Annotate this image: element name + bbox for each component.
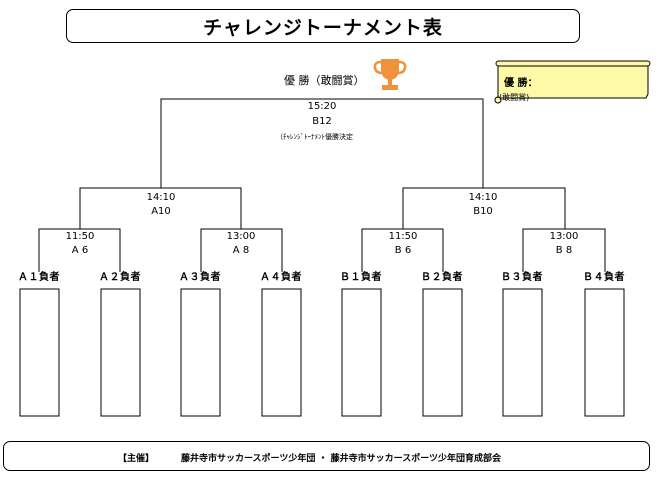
semi-code-b: B10 [473,206,493,217]
final-time: 15:20 [307,101,337,112]
team-label-a1: Ａ１負者 [18,272,60,283]
team-slot-a3 [180,288,221,417]
team-slot-b1 [341,288,382,417]
quarter-time-b6: 11:50 [388,231,418,242]
team-label-a2: Ａ２負者 [99,272,141,283]
semi-time-b: 14:10 [468,192,498,203]
footer-organizer-label: 【主催】 [118,454,155,464]
team-slot-b4 [584,288,625,417]
final-code: B12 [312,116,332,127]
team-slot-b2 [422,288,463,417]
quarter-code-b6: B 6 [394,245,412,256]
team-label-b2: Ｂ２負者 [421,272,463,283]
quarter-code-a8: A 8 [232,245,250,256]
quarter-code-b8: B 8 [555,245,573,256]
team-label-b4: Ｂ４負者 [583,272,625,283]
team-slot-a1 [19,288,60,417]
team-label-a3: Ａ３負者 [179,272,221,283]
team-label-b1: Ｂ１負者 [340,272,382,283]
footer-organizer-names: 藤井寺市サッカースポーツ少年団 ・ 藤井寺市サッカースポーツ少年団育成部会 [181,454,502,464]
team-slot-a4 [261,288,302,417]
quarter-time-a6: 11:50 [65,231,95,242]
team-label-b3: Ｂ３負者 [501,272,543,283]
team-label-a4: Ａ４負者 [260,272,302,283]
quarter-code-a6: A 6 [71,245,89,256]
team-slot-b3 [502,288,543,417]
champion-label: 優 勝（敢闘賞） [284,74,365,87]
quarter-time-b8: 13:00 [549,231,579,242]
semi-code-a: A10 [151,206,171,217]
page-title: チャレンジトーナメント表 [66,9,580,43]
footer-box [3,441,650,471]
champion-box-subtitle: (敢闘賞) [499,93,530,102]
team-slot-a2 [100,288,141,417]
trophy-icon [373,59,407,90]
quarter-time-a8: 13:00 [226,231,256,242]
champion-box-title: 優 勝： [504,78,538,89]
final-note: （ﾁｬﾚﾝｼﾞﾄｰﾅﾒﾝﾄ優勝決定 [276,133,353,141]
champion-scroll-box [494,60,651,104]
semi-time-a: 14:10 [146,192,176,203]
